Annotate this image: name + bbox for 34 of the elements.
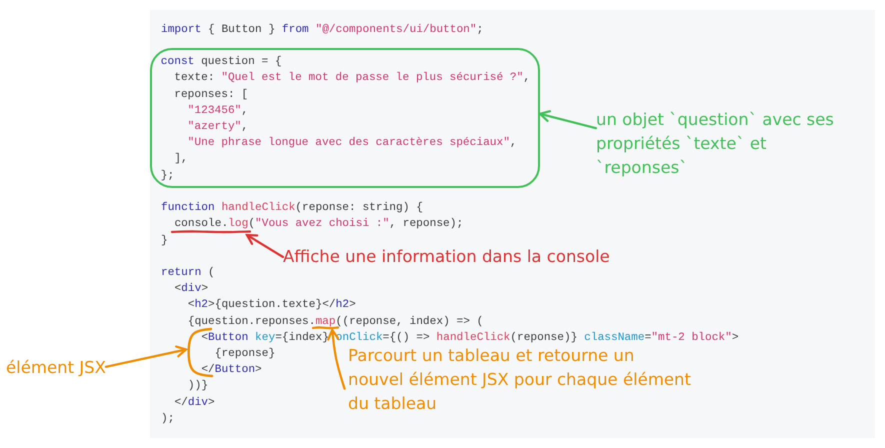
arrow: [327, 328, 346, 390]
code-line: ],: [174, 152, 188, 168]
code-line: function handleClick(reponse: string) {: [161, 200, 423, 216]
code-line: reponses: [: [174, 88, 248, 103]
code-line: <Button key={index} onClick={() => handleClick(reponse)} className="mt-2 block">: [201, 330, 739, 346]
annotation-text: un objet `question` avec ses propriétés `texte` et `reponses`: [596, 109, 835, 179]
highlight-frame: [150, 48, 540, 188]
code-line: {question.reponses.map((reponse, index) => (: [188, 314, 484, 330]
code-line: import { Button } from "@/components/ui/button";: [161, 22, 484, 38]
code-line: "123456",: [188, 104, 248, 119]
code-line: <h2>{question.texte}</h2>: [188, 298, 356, 314]
arrow: [246, 234, 284, 258]
underline-mark: [171, 229, 251, 235]
arrow: [104, 345, 188, 368]
arrow: [538, 110, 598, 130]
code-line: };: [160, 168, 174, 184]
code-line: const question = {: [160, 54, 282, 70]
code-line: console.log("Vous avez choisi :", reponse);: [174, 216, 464, 232]
code-line: "azerty",: [188, 120, 248, 135]
code-line: {reponse}: [214, 346, 276, 362]
code-line: </Button>: [201, 362, 262, 378]
code-line: texte: "Quel est le mot de passe le plus sécurisé ?",: [174, 70, 530, 86]
code-line: </div>: [174, 396, 215, 411]
underline-mark: [312, 325, 339, 330]
code-line: );: [161, 412, 174, 427]
annotation-text: Affiche une information dans la console: [283, 246, 610, 268]
code-line: return (: [161, 266, 215, 281]
annotation-text: élément JSX: [6, 357, 106, 379]
code-panel: [150, 10, 875, 438]
annotation-text: Parcourt un tableau et retourne un nouvel élément JSX pour chaque élément du tableau: [348, 345, 692, 415]
code-line: "Une phrase longue avec des caractères spéciaux",: [188, 136, 517, 152]
code-line: }: [161, 234, 168, 249]
code-line: ))}: [188, 378, 208, 394]
code-line: <div>: [174, 282, 208, 298]
